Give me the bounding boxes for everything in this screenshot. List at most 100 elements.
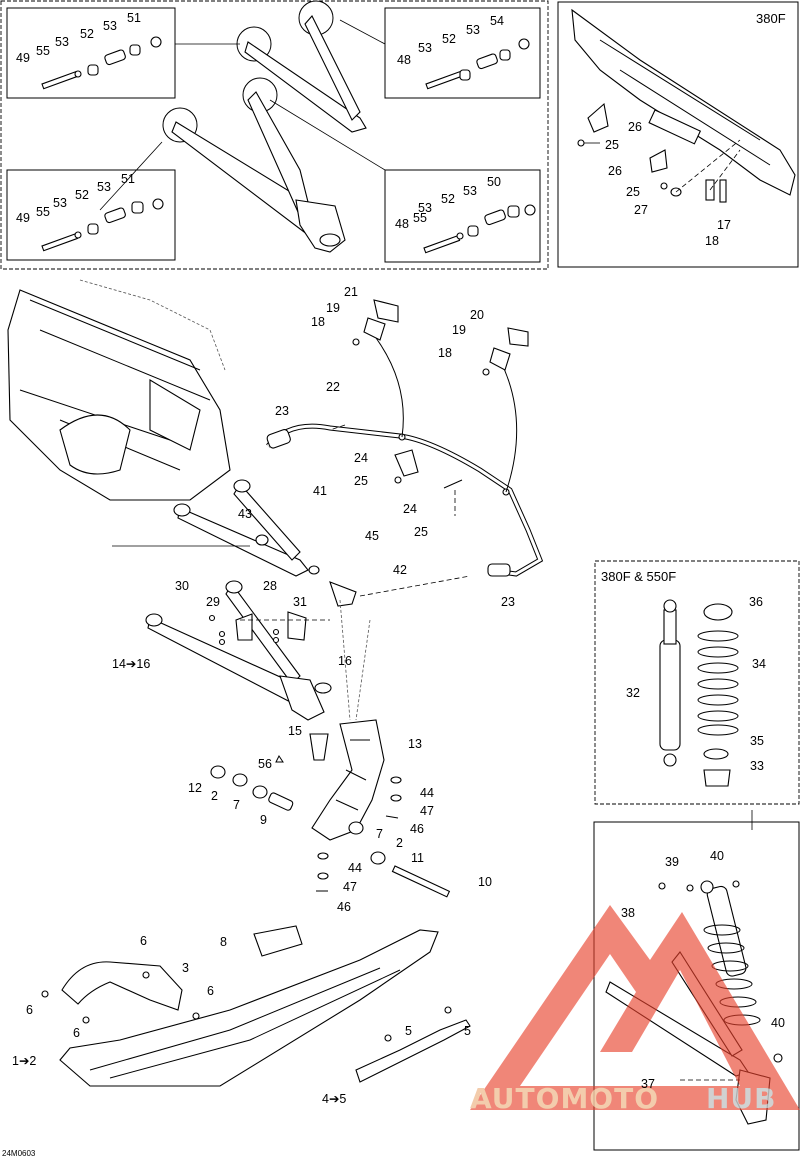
- part-label: 7: [233, 798, 240, 812]
- ring-16: [314, 682, 332, 694]
- part-label: 24: [354, 451, 368, 465]
- part-label: 45: [365, 529, 379, 543]
- part-label: 25: [354, 474, 368, 488]
- part-label: 16: [338, 654, 352, 668]
- part-label: 52: [75, 188, 89, 202]
- spindle-detail: [335, 739, 370, 811]
- part-label: 25: [626, 185, 640, 199]
- watermark-text-a: AUTOMOTO: [470, 1082, 659, 1115]
- part-label: 53: [463, 184, 477, 198]
- leader-line: [339, 19, 386, 45]
- part-label: 9: [260, 813, 267, 827]
- nut-47: [390, 794, 402, 802]
- sleeve: [104, 49, 126, 66]
- screw: [577, 139, 585, 147]
- hardware-inset-lower-left: [41, 198, 164, 252]
- part-label: 22: [326, 380, 340, 394]
- shock-eye: [663, 599, 677, 613]
- bushing: [499, 49, 511, 61]
- spring-seat-36: [703, 603, 733, 621]
- bushing-2: [232, 773, 248, 787]
- a-arm-exploded-view: [99, 0, 386, 253]
- part-label: 35: [750, 734, 764, 748]
- bracket-29: [235, 613, 253, 641]
- part-label: 18: [311, 315, 325, 329]
- nut-40: [773, 1053, 783, 1063]
- frame-plate: [648, 109, 702, 145]
- part-label: 51: [121, 172, 135, 186]
- suspension-arms: [112, 479, 471, 898]
- link: [499, 359, 518, 493]
- part-label: 15: [288, 724, 302, 738]
- sleeve: [484, 209, 506, 226]
- part-label: 27: [634, 203, 648, 217]
- chassis-frame: [7, 279, 231, 501]
- link: [369, 329, 404, 438]
- part-label: 52: [80, 27, 94, 41]
- bushing: [459, 69, 471, 81]
- hardware-inset-lower-right: [423, 204, 536, 254]
- screw-5: [444, 1006, 452, 1014]
- ski-wear-block: [253, 925, 303, 957]
- sleeve: [104, 207, 126, 224]
- part-label: 30: [175, 579, 189, 593]
- part-label: 52: [441, 192, 455, 206]
- watermark-text-b: HUB: [706, 1082, 777, 1115]
- adjuster-33: [703, 769, 731, 787]
- part-label: 23: [501, 595, 515, 609]
- part-label: 40: [771, 1016, 785, 1030]
- screw: [218, 630, 226, 638]
- part-label: 34: [752, 657, 766, 671]
- frame-380f-detail: [571, 8, 796, 203]
- part-label: 56: [258, 757, 272, 771]
- part-label: 6: [207, 984, 214, 998]
- part-label: 31: [293, 595, 307, 609]
- part-label: 8: [220, 935, 227, 949]
- part-label: 47: [343, 880, 357, 894]
- part-label: 6: [140, 934, 147, 948]
- bolt: [719, 179, 727, 203]
- part-label: 4➔5: [322, 1092, 346, 1106]
- washer-44: [317, 852, 329, 860]
- screw: [660, 182, 668, 190]
- shock-kit-frame: [594, 560, 800, 805]
- inset-box-lower-left: [6, 169, 176, 261]
- part-label: 40: [710, 849, 724, 863]
- part-label: 6: [26, 1003, 33, 1017]
- leader-line: [99, 141, 163, 211]
- part-label: 48: [395, 217, 409, 231]
- screw: [272, 636, 280, 644]
- watermark-logo: AUTOMOTO HUB: [470, 905, 800, 1115]
- frame-rail-detail: [599, 39, 771, 166]
- part-label: 53: [97, 180, 111, 194]
- bracket: [149, 379, 201, 451]
- part-label: 3: [182, 961, 189, 975]
- part-label: 47: [420, 804, 434, 818]
- arm-bushing: [173, 503, 191, 517]
- shock-body-32: [659, 639, 681, 751]
- bolt-38: [658, 882, 666, 890]
- part-label: 38: [621, 906, 635, 920]
- washer-39: [686, 884, 694, 892]
- bushing: [131, 201, 144, 214]
- cotter-pin-46: [316, 815, 399, 892]
- part-label: 1➔2: [12, 1054, 36, 1068]
- part-label: 39: [665, 855, 679, 869]
- part-label: 5: [405, 1024, 412, 1038]
- bracket: [587, 102, 609, 133]
- part-label: 12: [188, 781, 202, 795]
- washer: [456, 232, 464, 240]
- part-label: 20: [470, 308, 484, 322]
- bracket-24-alt: [443, 479, 463, 489]
- section-label-shock-kit: 380F & 550F: [601, 569, 676, 584]
- shock-eye: [663, 753, 677, 767]
- part-label: 29: [206, 595, 220, 609]
- arm-bushing: [145, 613, 163, 627]
- part-label: 36: [749, 595, 763, 609]
- part-label: 7: [376, 827, 383, 841]
- shock-body: [706, 885, 747, 977]
- washer: [74, 231, 82, 239]
- spring-seat-35: [703, 748, 729, 760]
- lower-arm-41: [177, 507, 309, 577]
